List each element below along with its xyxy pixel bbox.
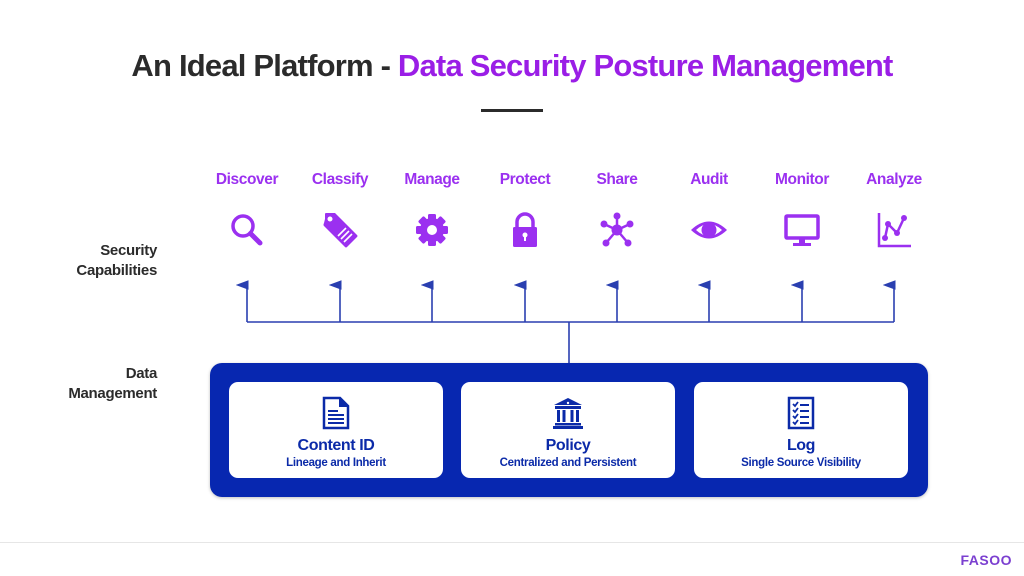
gear-icon <box>416 214 448 246</box>
title-underline <box>481 109 543 112</box>
row-label-line: Data <box>125 365 158 382</box>
magnifier-icon <box>231 214 263 246</box>
row-label-line: Management <box>68 385 157 402</box>
capability-label: Monitor <box>774 171 830 188</box>
footer-divider <box>0 542 1024 543</box>
title-prefix: An Ideal Platform - <box>131 48 398 83</box>
card-title: Log <box>786 437 816 454</box>
card-policy: Policy Centralized and Persistent <box>461 382 675 478</box>
lock-icon <box>513 212 537 247</box>
checklist-icon <box>787 396 815 430</box>
capability-classify: Classify <box>290 171 390 248</box>
row-label-security-capabilities: Security Capabilities <box>76 241 157 281</box>
card-title: Policy <box>545 437 591 454</box>
capability-label: Manage <box>404 171 460 188</box>
card-title: Content ID <box>297 437 375 454</box>
brand-logo: FASOO <box>960 552 1012 568</box>
data-management-panel: Content ID Lineage and Inherit Policy Ce… <box>210 363 928 497</box>
row-label-line: Capabilities <box>76 262 157 279</box>
capability-monitor: Monitor <box>752 171 852 246</box>
network-hub-icon <box>600 212 634 247</box>
row-label-data-management: Data Management <box>68 364 157 404</box>
capability-audit: Audit <box>659 171 759 239</box>
card-subtitle: Single Source Visibility <box>741 457 861 469</box>
tag-icon <box>323 213 358 248</box>
monitor-icon <box>784 214 820 246</box>
line-chart-icon <box>877 213 911 248</box>
title-highlight: Data Security Posture Management <box>397 48 893 83</box>
row-label-line: Security <box>100 242 157 259</box>
capability-label: Audit <box>690 171 728 188</box>
card-content-id: Content ID Lineage and Inherit <box>229 382 443 478</box>
capability-label: Analyze <box>866 171 922 188</box>
capability-manage: Manage <box>382 171 482 246</box>
capability-share: Share <box>567 171 667 247</box>
capability-protect: Protect <box>475 171 575 247</box>
capability-analyze: Analyze <box>844 171 944 248</box>
page-title: An Ideal Platform - Data Security Postur… <box>0 48 1024 84</box>
capability-label: Classify <box>311 171 369 188</box>
capability-label: Protect <box>499 171 551 188</box>
capability-label: Discover <box>215 171 279 188</box>
institution-icon <box>553 398 583 429</box>
card-subtitle: Centralized and Persistent <box>499 457 637 469</box>
capability-label: Share <box>596 171 638 188</box>
document-icon <box>322 396 350 430</box>
card-subtitle: Lineage and Inherit <box>286 457 386 469</box>
eye-icon <box>691 221 727 239</box>
capability-discover: Discover <box>197 171 297 246</box>
card-log: Log Single Source Visibility <box>694 382 908 478</box>
